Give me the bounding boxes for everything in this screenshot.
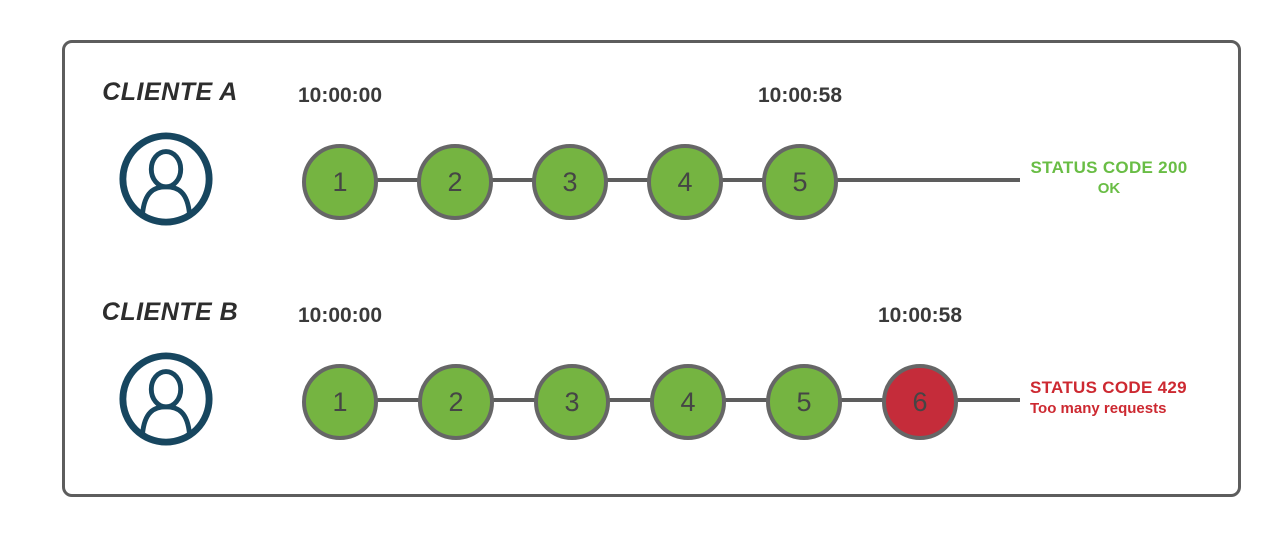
request-track: 1 2 3 4 5 6 [0,302,1280,482]
request-number: 6 [912,386,928,417]
request-circle: 3 [534,364,610,440]
request-circle: 3 [532,144,608,220]
status-text-block: STATUS CODE 429 Too many requests [1030,377,1230,419]
request-circle: 4 [647,144,723,220]
request-number: 4 [680,386,696,417]
request-number: 3 [562,166,578,197]
request-circle: 6 [882,364,958,440]
request-circle: 1 [302,144,378,220]
request-circle: 5 [762,144,838,220]
status-message-text: Too many requests [1030,400,1167,418]
start-time-label: 10:00:00 [297,84,383,107]
status-code-text: STATUS CODE 429 [1030,378,1187,397]
request-number: 3 [564,386,580,417]
request-circle: 2 [418,364,494,440]
request-track: 1 2 3 4 5 [0,82,1280,262]
request-number: 1 [332,386,348,417]
status-message-text: OK [1097,180,1121,198]
start-time-label: 10:00:00 [297,304,383,327]
request-number: 2 [448,386,464,417]
client-label: CLIENTE A [102,78,238,106]
status-code-text: STATUS CODE 200 [1030,158,1188,177]
status-text-block: STATUS CODE 200 OK [1030,157,1188,199]
user-circle-icon [117,350,215,448]
request-circle: 1 [302,364,378,440]
client-row-b: CLIENTE B 10:00:00 10:00:58 1 2 3 4 5 6 STATU… [0,298,1280,482]
request-circle: 5 [766,364,842,440]
request-number: 1 [332,166,348,197]
end-time-label: 10:00:58 [757,84,843,107]
client-row-a: CLIENTE A 10:00:00 10:00:58 1 2 3 4 5 STATUS… [0,78,1280,262]
request-circle: 4 [650,364,726,440]
request-number: 4 [677,166,693,197]
client-label: CLIENTE B [101,298,239,326]
request-number: 5 [796,386,812,417]
request-number: 2 [447,166,463,197]
request-circle: 2 [417,144,493,220]
end-time-label: 10:00:58 [877,304,963,327]
diagram-frame [62,40,1241,497]
user-circle-icon [117,130,215,228]
request-number: 5 [792,166,808,197]
